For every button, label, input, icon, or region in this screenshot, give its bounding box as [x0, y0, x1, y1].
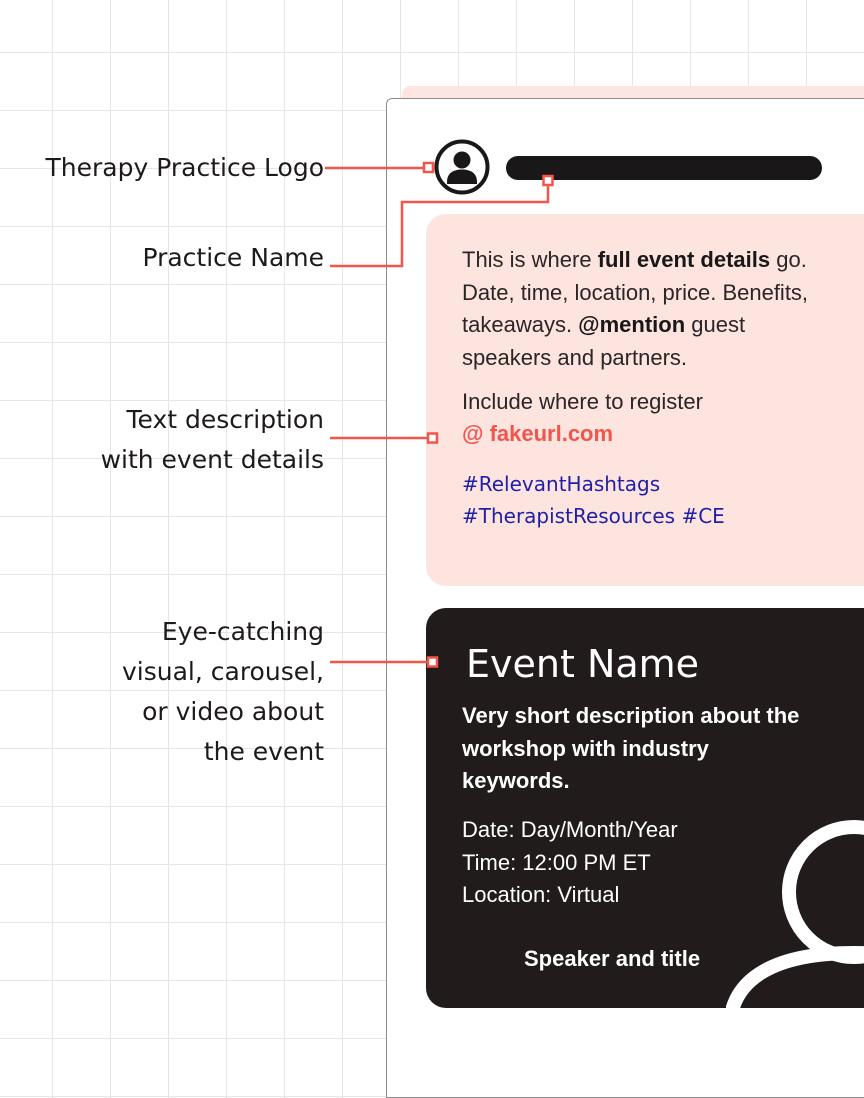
post-description-panel: This is where full event details go. Dat…: [426, 214, 864, 586]
description-part1: This is where: [462, 247, 598, 272]
label-visual-line2: visual, carousel,: [121, 657, 324, 686]
event-short-description: Very short description about the worksho…: [462, 703, 800, 793]
event-location: Location: Virtual: [462, 882, 620, 907]
event-info: Date: Day/Month/Year Time: 12:00 PM ET L…: [462, 814, 678, 912]
label-therapy-practice-logo: Therapy Practice Logo: [45, 153, 324, 182]
label-text-description-line2: with event details: [100, 445, 324, 474]
description-text: This is where full event details go. Dat…: [462, 244, 818, 374]
speaker-silhouette-icon: [726, 820, 864, 1008]
hashtag-relevant[interactable]: #RelevantHashtags: [462, 472, 661, 496]
label-practice-name: Practice Name: [142, 243, 324, 272]
description-bold-details: full event details: [597, 247, 771, 272]
description-part2: go. Date, time, location, price. Benefit…: [462, 247, 809, 337]
event-title: Event Name: [466, 642, 700, 686]
label-text-description: Text description with event details: [101, 400, 324, 480]
hashtags: #RelevantHashtags #TherapistResources #CE: [462, 468, 862, 532]
practice-logo-icon: [434, 139, 490, 195]
label-visual-line3: or video about: [142, 697, 324, 726]
register-info: Include where to register @ fakeurl.com: [462, 386, 864, 450]
label-visual-line1: Eye-catching: [161, 617, 324, 646]
hashtag-therapist-resources[interactable]: #TherapistResources: [462, 504, 676, 528]
description-mention: @mention: [578, 312, 686, 337]
register-link[interactable]: @ fakeurl.com: [462, 421, 614, 446]
hashtag-ce[interactable]: #CE: [681, 504, 725, 528]
label-visual-line4: the event: [203, 737, 324, 766]
event-time: Time: 12:00 PM ET: [462, 849, 651, 875]
practice-name-placeholder-bar: [506, 156, 822, 180]
register-text: Include where to register: [462, 389, 703, 414]
description-part3: guest speakers and partners.: [462, 312, 746, 370]
event-date: Date: Day/Month/Year: [462, 817, 678, 842]
speaker-and-title: Speaker and title: [524, 946, 701, 971]
event-visual-panel: Event Name Very short description about …: [426, 608, 864, 1008]
label-eye-catching-visual: Eye-catching visual, carousel, or video …: [122, 612, 324, 772]
label-text-description-line1: Text description: [126, 405, 324, 434]
